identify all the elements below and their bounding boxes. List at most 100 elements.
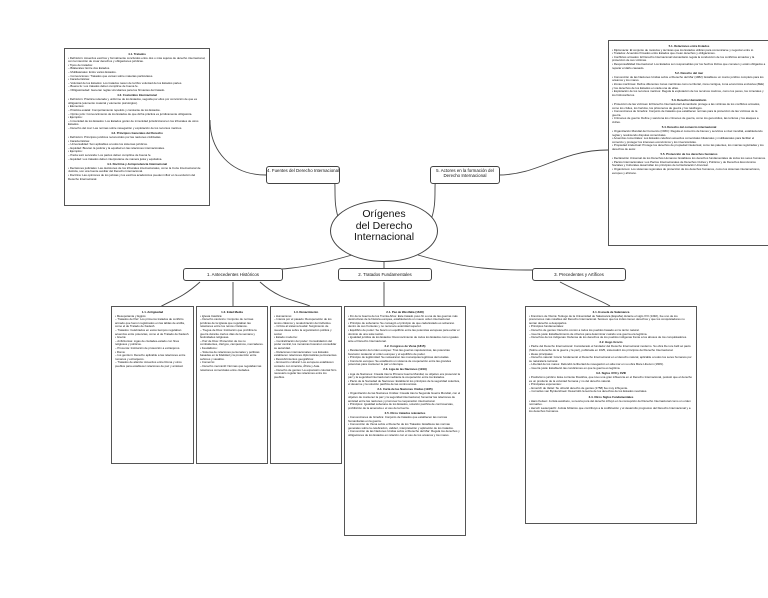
section-line: – Centralización del poder: Consolidació… xyxy=(274,338,337,350)
section-title: 3.3. Siglos XVII y XVIII xyxy=(595,371,627,375)
section-title: 2.4. Carta de las Naciones Unidas (1945) xyxy=(377,387,433,392)
section-line: – Paz de Dios: Protección de los no comb… xyxy=(200,338,264,347)
section-line: • Diplomacia: El conjunto de métodos y t… xyxy=(612,47,754,52)
section-title: 2.3. Liga de las Naciones (1919) xyxy=(383,367,427,372)
section-line: • Convenciones de Ginebra: Conjunto de t… xyxy=(348,415,448,423)
section-line: • Acuerdos comerciales: Los Estados cele… xyxy=(612,136,755,144)
section-line: – Tratados de alianza: Acuerdos entre Ro… xyxy=(115,360,184,368)
section-line: • Grecia: xyxy=(115,335,127,340)
actores-detail-box: 5.1. Relaciones entre Estados• Diplomaci… xyxy=(608,40,768,246)
section-line: – Práctica estatal: Comportamiento repet… xyxy=(68,107,161,112)
section-line: – Proxenía: Institución de protección a … xyxy=(115,345,181,350)
section-line: • Doctrina: Las opiniones de los jurista… xyxy=(68,173,196,181)
section-title: 4.1. Tratados xyxy=(128,51,146,56)
node-fuentes: 4. Fuentes del Derecho Internacional xyxy=(266,166,340,184)
node-antecedentes: 1. Antecedentes Históricos xyxy=(183,268,283,281)
section-title: 5.1. Relaciones entre Estados xyxy=(668,43,710,48)
section-line: • Declaración Universal de los Derechos … xyxy=(612,156,766,161)
node-precedentes-label: 3. Precedentes y Artífices xyxy=(554,272,604,277)
section-line: – Anfictionías: Ligas de ciudades-estado… xyxy=(115,338,180,347)
section-line: • Elementos: xyxy=(68,104,85,109)
section-title: 2.5. Otros tratados relevantes xyxy=(384,410,426,415)
edad-media-detail-box: 1.2. Edad Media• Iglesia Católica: – Der… xyxy=(196,306,268,464)
section-line: – Libertad de los mares: Defendió la lib… xyxy=(529,362,664,367)
section-line: – Pacta sunt servanda: Los pactos deben … xyxy=(68,153,152,158)
section-line: – Guerra justa: Estableció las condicion… xyxy=(529,365,621,370)
section-line: • Hersch Lauterpacht: Jurista británico … xyxy=(529,405,691,414)
section-line: • Tratados: Acuerdos firmados entre Esta… xyxy=(612,51,716,56)
section-line: • Organismos: Los sistemas regionales de… xyxy=(612,167,761,175)
section-line: • Ideas principales: xyxy=(529,351,554,356)
node-antecedentes-label: 1. Antecedentes Históricos xyxy=(207,272,259,277)
section-line: • Definición: Práctica reiterada y unifo… xyxy=(68,97,198,105)
section-line: – Derecho mercantil: Normas que regulaba… xyxy=(200,363,262,372)
section-title: 3.2. Hugo Grocio xyxy=(599,340,623,345)
section-title: 5.3. Derecho Humanitario xyxy=(671,97,707,102)
section-line: • Principios fundamentales: xyxy=(529,324,564,329)
fuentes-detail-box: 4.1. Tratados• Definición: Acuerdos escr… xyxy=(64,48,210,206)
section-line: – Universalidad: Son aplicables a todos … xyxy=(68,142,148,147)
section-line: • Humanismo: xyxy=(274,313,293,318)
link-center-n3 xyxy=(417,254,541,271)
section-title: 4.4. Doctrina y Jurisprudencia Internaci… xyxy=(106,161,168,166)
central-topic: Orígenes del Derecho Internacional xyxy=(330,200,438,262)
section-line: • Definición: Principios jurídicos recon… xyxy=(68,135,162,140)
section-line: • Responsabilidad Internacional: Los Est… xyxy=(612,61,766,70)
section-title: 3.4. Otros Siglos Fundamentales xyxy=(588,394,634,399)
section-line: – Equidad: Buscan la justicia y la equid… xyxy=(68,145,165,150)
section-line: • Estado moderno: xyxy=(274,335,298,340)
section-title: 1.3. Renacimiento xyxy=(293,309,319,314)
section-line: • Ejemplos: xyxy=(68,149,83,154)
section-line: • Principios: Igualdad soberana de los E… xyxy=(348,402,454,410)
section-line: • Organización de las Naciones Unidas: C… xyxy=(348,391,461,403)
section-line: – Interés por el pasado: Recuperación de… xyxy=(274,317,332,325)
section-line: – Encuentro cultural: Los europeos estab… xyxy=(274,360,334,368)
section-line: • Ejemplos: xyxy=(68,115,83,120)
section-line: – Buena fe: Los tratados deben cumplirse… xyxy=(68,84,139,89)
section-line: • Concierto europeo: Se estableció un si… xyxy=(348,358,452,367)
section-line: • Roma: xyxy=(115,349,126,354)
node-actores-label: 5. Actores en la formación del Derecho I… xyxy=(436,167,494,179)
section-line: • Iglesia Católica: xyxy=(200,313,223,318)
section-line: • Hans Kelsen: Jurista austriaco, su teo… xyxy=(529,398,691,407)
central-title-line-3: Internacional xyxy=(353,231,415,243)
section-line: – Guerra justa: Establecimiento de crite… xyxy=(529,331,648,336)
section-line: – Convenciones: Tratados que versan sobr… xyxy=(68,73,154,78)
section-line: • Convención de Viena sobre el Derecho d… xyxy=(348,422,454,430)
section-line: • Explotación de los recursos marinos: R… xyxy=(612,89,764,97)
section-line: • Convención de las Naciones Unidas sobr… xyxy=(348,429,460,437)
node-tratados-label: 2. Tratados Fundamentales xyxy=(358,272,412,277)
section-line: – Multilaterales: Entre varios Estados. xyxy=(68,69,117,74)
link-n3-b5 xyxy=(559,281,611,307)
link-n5-topright xyxy=(497,149,609,176)
antiguedad-detail-box: 1.1. Antigüedad• Mesopotamia y Egipto: –… xyxy=(111,306,194,464)
node-fuentes-label: 4. Fuentes del Derecho Internacional xyxy=(267,167,340,173)
section-line: – Voluntad de los Estados: Los tratados … xyxy=(68,80,183,85)
section-title: 2.1. Paz de Westfalia (1648) xyxy=(386,309,424,314)
section-title: 5.5. Protección de los derechos humanos xyxy=(660,152,718,157)
section-line: – Derecho de gentes: La expansión coloni… xyxy=(274,367,337,379)
section-line: – Cornelius van Bynkershoek: Desarrolló … xyxy=(529,389,648,394)
section-line: • Organización Mundial del Comercio (OMC… xyxy=(612,129,763,137)
section-line: • Definición: Acuerdos escritos y formal… xyxy=(68,55,206,64)
section-title: 1.1. Antigüedad xyxy=(141,309,164,314)
renacimiento-detail-box: 1.3. Renacimiento• Humanismo: – Interés … xyxy=(270,306,342,464)
section-line: • Principales exponentes: xyxy=(529,382,562,387)
section-line: – Obligatoriedad: Generan reglas vincula… xyxy=(68,87,166,92)
section-title: 5.2. Derecho del mar xyxy=(674,70,704,75)
section-line: • Crímenes de guerra: Define y sanciona … xyxy=(612,116,759,124)
section-line: • Restauración del orden europeo: Tras l… xyxy=(348,347,450,356)
section-line: • Convenciones de Ginebra: Conjunto de t… xyxy=(612,109,758,117)
section-line: – Equidad: Los tratados deben interpreta… xyxy=(68,156,163,161)
section-line: – Derecho natural: Grocio fundamentó el … xyxy=(529,355,692,363)
section-line: • Características: xyxy=(68,77,90,82)
section-line: • Feudalismo: xyxy=(200,345,218,350)
section-title: 2.2. Congreso de Viena (1815) xyxy=(384,343,426,348)
section-line: • Mesopotamia y Egipto: xyxy=(115,313,147,318)
section-line: • Tipos de tratados: xyxy=(68,62,93,67)
section-line: • Protección de las víctimas: El Derecho… xyxy=(612,101,761,110)
section-title: 1.2. Edad Media xyxy=(221,309,243,314)
section-line: – Opinio juris: Convencimiento de los Es… xyxy=(68,111,193,116)
precedentes-detail-box: 3.1. Escuela de Salamanca• Francisco de … xyxy=(525,306,697,524)
